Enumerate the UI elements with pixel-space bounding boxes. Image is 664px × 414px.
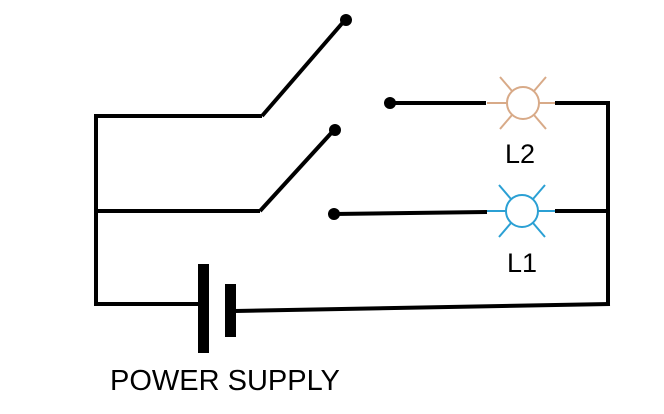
bottom-switch-tip-contact [329, 124, 341, 136]
lamp-l2-ray [499, 76, 513, 92]
power-supply-label: POWER SUPPLY [110, 365, 340, 397]
lamp-l2-label: L2 [505, 139, 535, 169]
top-switch-tip-contact [340, 14, 352, 26]
l1-feed-wire [333, 210, 488, 216]
bottom-switch-blade [258, 128, 336, 213]
lamp-l2-icon [487, 76, 556, 130]
lamp-l2-ray [533, 76, 547, 92]
battery-short-plate [225, 284, 236, 337]
lamp-l1-ray [498, 222, 512, 238]
lamp-l1-ray [532, 222, 546, 238]
bottom-right-wire [234, 302, 611, 313]
lamp-l1-bulb [505, 194, 539, 228]
battery-long-plate [198, 264, 209, 353]
top-switch-blade [260, 18, 347, 118]
lamp-l1-label: L1 [507, 248, 537, 278]
lamp-l1-ray [532, 184, 546, 200]
lamp-l2-bulb [506, 86, 540, 120]
lamp-l1-ray [498, 184, 512, 200]
lamp-l2-ray [499, 114, 513, 130]
battery-icon [198, 264, 236, 353]
lamp-l2-ray [533, 114, 547, 130]
lamp-l1-icon [487, 184, 556, 238]
